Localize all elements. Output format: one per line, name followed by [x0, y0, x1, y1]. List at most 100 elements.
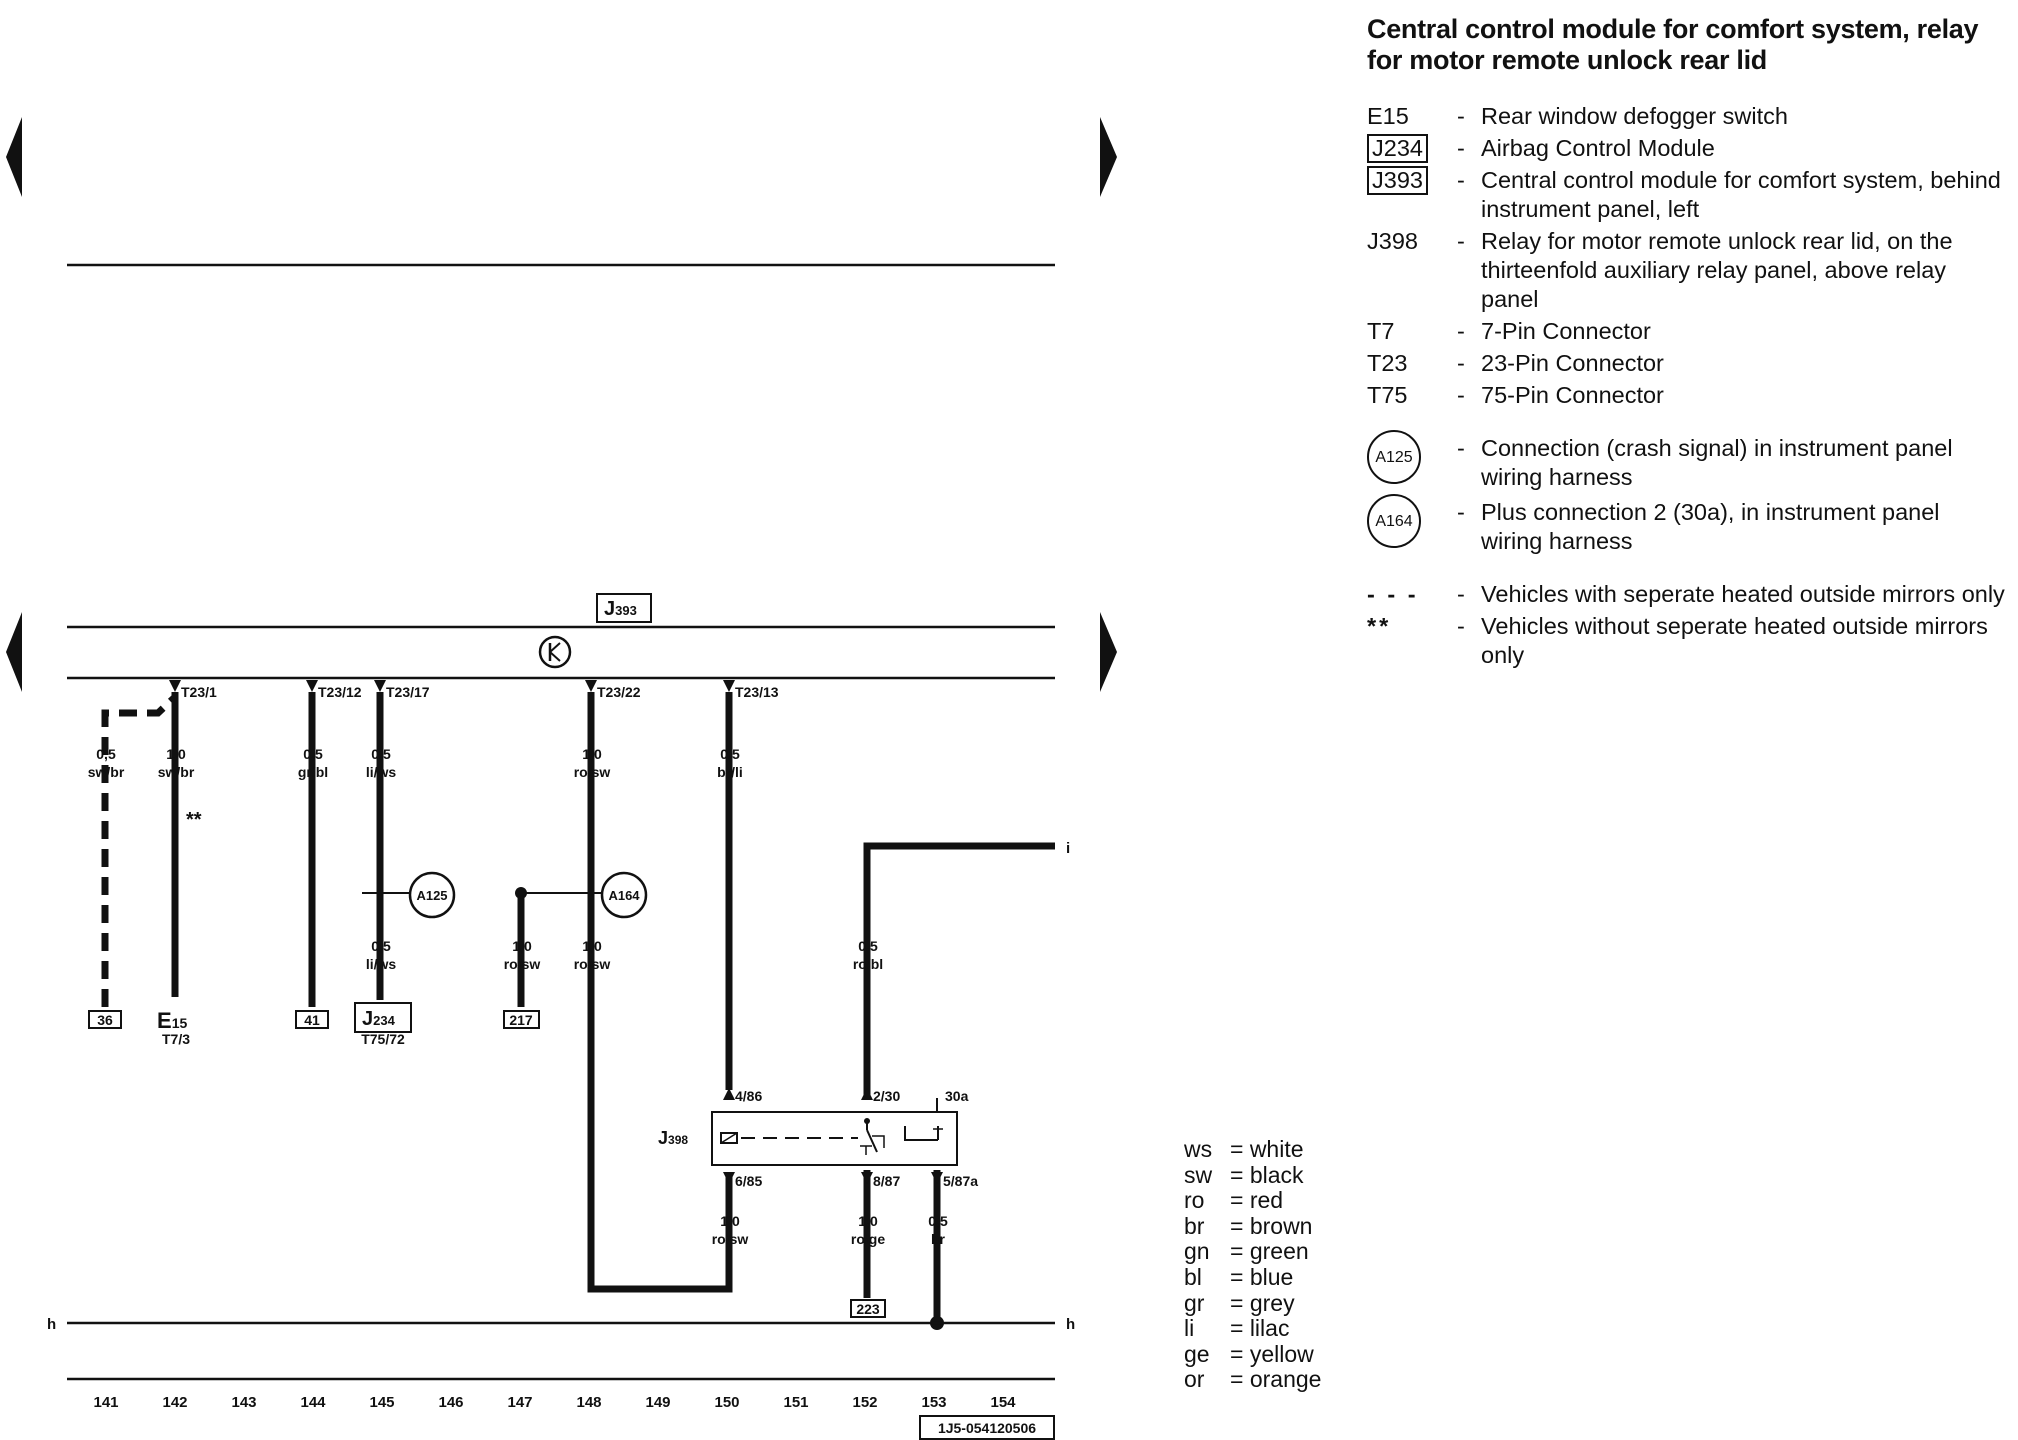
- svg-text:1,0: 1,0: [582, 746, 602, 762]
- color-code-row: li = lilac: [1184, 1316, 1321, 1342]
- legend-item-description: Airbag Control Module: [1481, 135, 1715, 161]
- legend-code-symbol: **: [1367, 613, 1392, 639]
- color-code-abbr: ws: [1184, 1136, 1213, 1162]
- legend-separator: -: [1457, 435, 1465, 461]
- track-number: 148: [576, 1394, 601, 1411]
- legend-separator: -: [1457, 103, 1465, 129]
- nav-left-bottom-arrow-icon[interactable]: [6, 612, 22, 692]
- terminal-223-box: [850, 1299, 886, 1318]
- track-number: 149: [645, 1394, 670, 1411]
- legend-item-description: Relay for motor remote unlock rear lid, …: [1481, 228, 1953, 312]
- relay-pin-6-85: 6/85: [735, 1173, 762, 1189]
- wires: [101, 692, 1055, 1323]
- pin-label-t23-12: T23/12: [318, 684, 362, 700]
- splice-dot-147: [515, 887, 527, 899]
- color-code-row: ge= yellow: [1184, 1340, 1321, 1368]
- legend-separator: -: [1457, 318, 1465, 344]
- svg-text:br: br: [931, 1231, 946, 1247]
- legend-item-description: Connection (crash signal) in instrument …: [1481, 435, 1953, 490]
- svg-text:gr/bl: gr/bl: [298, 764, 328, 780]
- color-code-row: sw= black: [1184, 1162, 1321, 1189]
- legend-item-code: E15: [1367, 102, 1457, 131]
- wire-141-dashed: [101, 694, 178, 1007]
- svg-text:ro/bl: ro/bl: [853, 956, 883, 972]
- relay-pin-5-87a: 5/87a: [943, 1173, 978, 1189]
- component-j234-pin: T75/72: [361, 1031, 405, 1047]
- legend-separator: -: [1457, 135, 1465, 161]
- module-j393-label: J393: [604, 598, 637, 620]
- legend-code-text: J398: [1367, 228, 1418, 254]
- legend-item: T23-23-Pin Connector: [1367, 349, 2007, 378]
- doc-number-box: [919, 1415, 1055, 1440]
- track-number: 150: [714, 1394, 739, 1411]
- legend-item-description: Vehicles without seperate heated outside…: [1481, 613, 1988, 668]
- relay-pin-8-87: 8/87: [873, 1173, 900, 1189]
- svg-text:1,0: 1,0: [512, 938, 532, 954]
- legend-item-code: T23: [1367, 349, 1457, 378]
- doc-number-label: 1J5-054120506: [938, 1420, 1036, 1436]
- legend-item-code: J234: [1367, 134, 1457, 163]
- track-number: 142: [162, 1394, 187, 1411]
- svg-text:0,5: 0,5: [720, 746, 740, 762]
- legend-item-description: 75-Pin Connector: [1481, 382, 1664, 408]
- color-code-row: ro= red: [1184, 1188, 1321, 1214]
- relay-pin-arrows: [723, 1088, 943, 1184]
- legend-code-boxed: J234: [1367, 134, 1428, 163]
- legend-item: J234 -Airbag Control Module: [1367, 134, 2007, 163]
- legend-item: A125-Connection (crash signal) in instru…: [1367, 430, 2007, 492]
- legend-item-description: 23-Pin Connector: [1481, 350, 1664, 376]
- terminal-36-label: 36: [97, 1012, 113, 1028]
- pin-label-t23-17: T23/17: [386, 684, 430, 700]
- page-title: Central control module for comfort syste…: [1367, 14, 1979, 75]
- color-code-name: = green: [1230, 1238, 1309, 1265]
- nav-right-top-arrow-icon[interactable]: [1100, 117, 1117, 197]
- legend-separator: -: [1457, 228, 1465, 254]
- nav-right-bottom-arrow-icon[interactable]: [1100, 612, 1117, 692]
- color-code-name: = grey: [1230, 1289, 1295, 1316]
- track-number: 145: [369, 1394, 394, 1411]
- track-number: 146: [438, 1394, 463, 1411]
- svg-text:sw/br: sw/br: [158, 764, 195, 780]
- color-code-abbr: br: [1184, 1212, 1205, 1239]
- legend-separator: -: [1457, 613, 1465, 639]
- color-code-row: ws= white: [1184, 1136, 1321, 1163]
- legend-item: J398 -Relay for motor remote unlock rear …: [1367, 227, 2007, 314]
- svg-text:0,5: 0,5: [96, 746, 116, 762]
- svg-text:1,0: 1,0: [858, 1213, 878, 1229]
- relay-coil-icon: [720, 1123, 943, 1155]
- nav-left-top-arrow-icon[interactable]: [6, 117, 22, 197]
- terminal-36-box: [88, 1010, 122, 1029]
- color-code-abbr: li: [1184, 1315, 1195, 1342]
- color-code-abbr: bl: [1184, 1263, 1202, 1290]
- legend-item-description: Vehicles with seperate heated outside mi…: [1481, 581, 2005, 607]
- terminal-223-label: 223: [856, 1301, 880, 1317]
- legend-item-code: J393: [1367, 166, 1457, 195]
- color-code-name: = brown: [1230, 1212, 1313, 1239]
- legend-item-code: T75: [1367, 381, 1457, 410]
- svg-text:0,5: 0,5: [858, 938, 878, 954]
- component-j234-label: J234: [362, 1008, 396, 1030]
- legend-item: - - --Vehicles with seperate heated outs…: [1367, 580, 2007, 609]
- ground-bus-left-label: h: [47, 1316, 56, 1333]
- color-code-abbr: ge: [1184, 1340, 1210, 1367]
- color-code-abbr: gn: [1184, 1238, 1210, 1265]
- component-e15-pin: T7/3: [162, 1031, 190, 1047]
- electronic-symbol-icon: [538, 635, 572, 669]
- legend-code-symbol: - - -: [1367, 581, 1419, 607]
- color-code-name: = lilac: [1230, 1315, 1290, 1342]
- legend-code-text: T75: [1367, 382, 1408, 408]
- svg-text:sw/br: sw/br: [88, 764, 125, 780]
- legend-item-description: Central control module for comfort syste…: [1481, 167, 2001, 222]
- legend-panel: Central control module for comfort syste…: [1367, 14, 2007, 673]
- svg-text:1,0: 1,0: [720, 1213, 740, 1229]
- component-e15-label: E15: [157, 1008, 187, 1033]
- terminal-217-label: 217: [509, 1012, 533, 1028]
- connection-a164-circle: [600, 871, 648, 919]
- legend-item-code: A125: [1367, 430, 1457, 484]
- relay-j398-box: [711, 1111, 958, 1166]
- legend-item: J393-Central control module for comfort …: [1367, 166, 2007, 224]
- wire-labels: 0,5 sw/br 1,0 sw/br 0,5 gr/bl 0,5 li/ws …: [88, 746, 948, 1247]
- legend-code-text: T7: [1367, 318, 1395, 344]
